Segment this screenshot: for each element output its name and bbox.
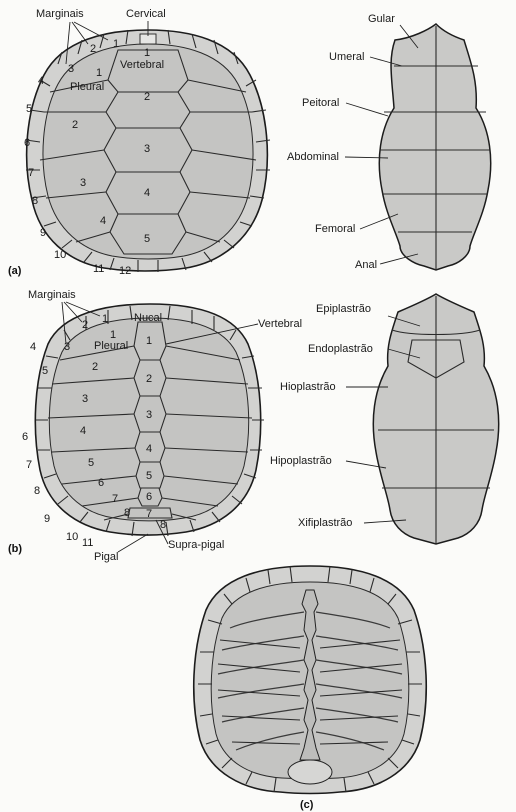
peitoral-label: Peitoral — [302, 97, 339, 109]
vertebral-number: 3 — [144, 143, 150, 155]
epiplastrao-label: Epiplastrão — [316, 303, 371, 315]
pleural-number: 1 — [96, 67, 102, 79]
hipoplastrao-label: Hipoplastrão — [270, 455, 332, 467]
marginal-number: 4 — [30, 341, 36, 353]
marginal-number: 7 — [28, 167, 34, 179]
vertebral-number: 5 — [144, 233, 150, 245]
marginal-number: 12 — [119, 265, 131, 277]
vertebral-label-b: Vertebral — [258, 318, 302, 330]
panel-label-c: (c) — [300, 799, 314, 811]
marginal-number: 7 — [26, 459, 32, 471]
marginal-number: 6 — [22, 431, 28, 443]
pleural-number: 4 — [80, 425, 86, 437]
marginal-number: 8 — [34, 485, 40, 497]
marginal-number: 5 — [42, 365, 48, 377]
vertebral-number: 2 — [144, 91, 150, 103]
neural-number: 2 — [146, 373, 152, 385]
hioplastrao-label: Hioplastrão — [280, 381, 336, 393]
vertebral-number: 1 — [144, 47, 150, 59]
marginal-number: 3 — [68, 63, 74, 75]
marginal-number: 1 — [113, 38, 119, 50]
pleural-number: 8 — [124, 507, 130, 519]
marginal-number: 9 — [44, 513, 50, 525]
neural-number: 6 — [146, 491, 152, 503]
gular-label: Gular — [368, 13, 395, 25]
panel-label-a: (a) — [8, 265, 22, 277]
neural-number: 1 — [146, 335, 152, 347]
nucal-label: Nucal — [134, 312, 162, 324]
anal-label: Anal — [355, 259, 377, 271]
marginal-number: 11 — [93, 263, 104, 275]
pleural-label: Pleural — [70, 81, 104, 93]
pleural-number: 6 — [98, 477, 104, 489]
neural-number: 5 — [146, 470, 152, 482]
vertebral-number: 4 — [144, 187, 150, 199]
pleural-number: 3 — [80, 177, 86, 189]
pleural-number: 7 — [112, 493, 118, 505]
pleural-number: 3 — [82, 393, 88, 405]
pleural-number: 4 — [100, 215, 106, 227]
plastron-a: Gular Umeral Peitoral Abdominal Femoral … — [287, 13, 491, 271]
endoplastrao-label: Endoplastrão — [308, 343, 373, 355]
marginais-label-b: Marginais — [28, 289, 76, 301]
carapace-internal-c — [194, 566, 427, 794]
marginal-number: 10 — [66, 531, 78, 543]
marginal-number: 2 — [90, 43, 96, 55]
femoral-label: Femoral — [315, 223, 355, 235]
marginal-number: 1 — [102, 313, 108, 325]
marginal-number: 4 — [38, 75, 44, 87]
carapace-a: 2 1 3 1 1 Pleural Vertebral 2 2 3 3 4 4 … — [24, 8, 270, 277]
umeral-label: Umeral — [329, 51, 364, 63]
marginal-number: 3 — [64, 341, 70, 353]
plastron-b: Epiplastrão Endoplastrão Hioplastrão Hip… — [270, 294, 499, 544]
marginal-number: 6 — [24, 137, 30, 149]
vertebral-label: Vertebral — [120, 59, 164, 71]
neural-number: 7 — [146, 508, 152, 520]
marginal-number: 5 — [26, 103, 32, 115]
neural-number: 3 — [146, 409, 152, 421]
marginal-number: 11 — [82, 537, 93, 549]
pleural-number: 2 — [72, 119, 78, 131]
marginal-number: 9 — [40, 227, 46, 239]
panel-label-b: (b) — [8, 543, 22, 555]
supra-pigal-label: Supra-pigal — [168, 539, 224, 551]
xifiplastrao-label: Xifiplastrão — [298, 517, 352, 529]
marginal-number: 8 — [32, 195, 38, 207]
pleural-number: 5 — [88, 457, 94, 469]
carapace-b: 1 2 3 Nucal 1 Pleural 1 2 2 3 3 4 4 5 5 … — [22, 289, 302, 563]
pigal-label: Pigal — [94, 551, 118, 563]
cervical-label: Cervical — [126, 8, 166, 20]
abdominal-label: Abdominal — [287, 151, 339, 163]
marginal-number: 10 — [54, 249, 66, 261]
neural-number: 4 — [146, 443, 152, 455]
marginal-number: 2 — [82, 319, 88, 331]
marginais-label: Marginais — [36, 8, 84, 20]
pleural-number: 2 — [92, 361, 98, 373]
pleural-label: Pleural — [94, 340, 128, 352]
